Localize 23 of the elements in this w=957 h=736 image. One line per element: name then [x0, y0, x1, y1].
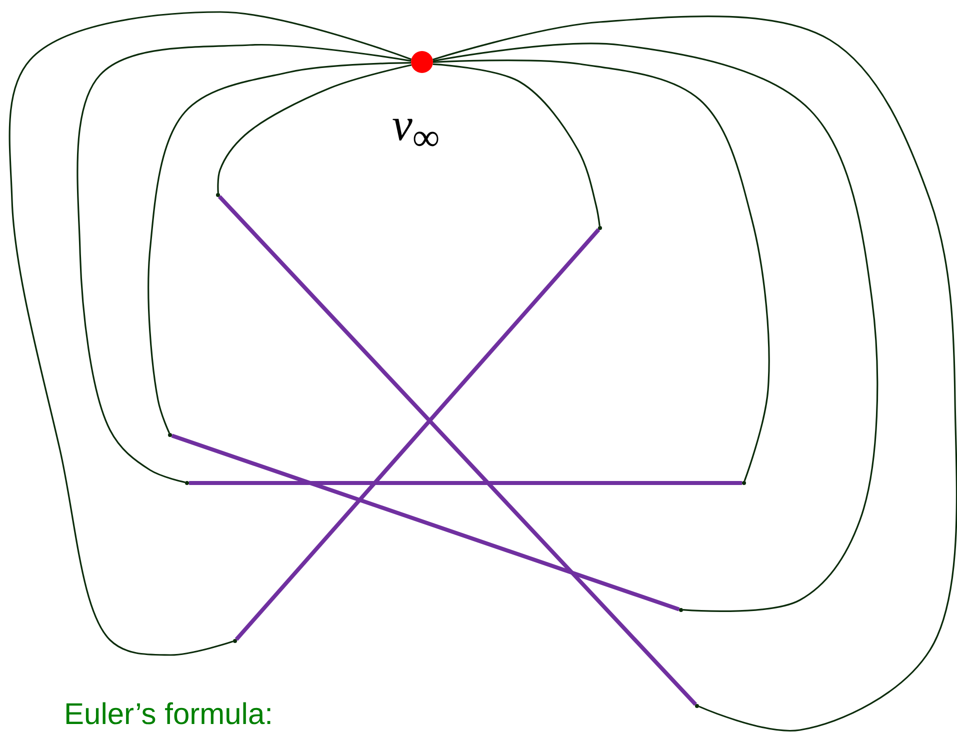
graph-edge: [234, 228, 600, 641]
curved-edge: [432, 16, 957, 732]
line-endpoint: [216, 193, 220, 197]
curved-edge: [76, 44, 412, 484]
vertex-label: v$_{∞}$: [392, 102, 440, 158]
line-endpoint: [598, 226, 602, 230]
line-endpoint: [168, 433, 172, 437]
line-endpoint: [233, 639, 237, 643]
graph-edge: [189, 481, 742, 485]
line-endpoint: [679, 608, 683, 612]
graph-edge: [171, 434, 680, 612]
curved-edge: [432, 60, 770, 482]
curved-edge: [432, 42, 878, 612]
caption-text: Euler’s formula:: [64, 700, 273, 730]
line-endpoint: [742, 481, 746, 485]
line-endpoint: [185, 481, 189, 485]
curved-edge: [217, 64, 412, 194]
curved-edge: [148, 62, 412, 434]
vertex-dot: [411, 51, 433, 73]
graph-edge: [218, 195, 698, 706]
curved-edge: [8, 11, 412, 656]
line-endpoint: [695, 704, 699, 708]
curved-edge: [432, 63, 600, 226]
